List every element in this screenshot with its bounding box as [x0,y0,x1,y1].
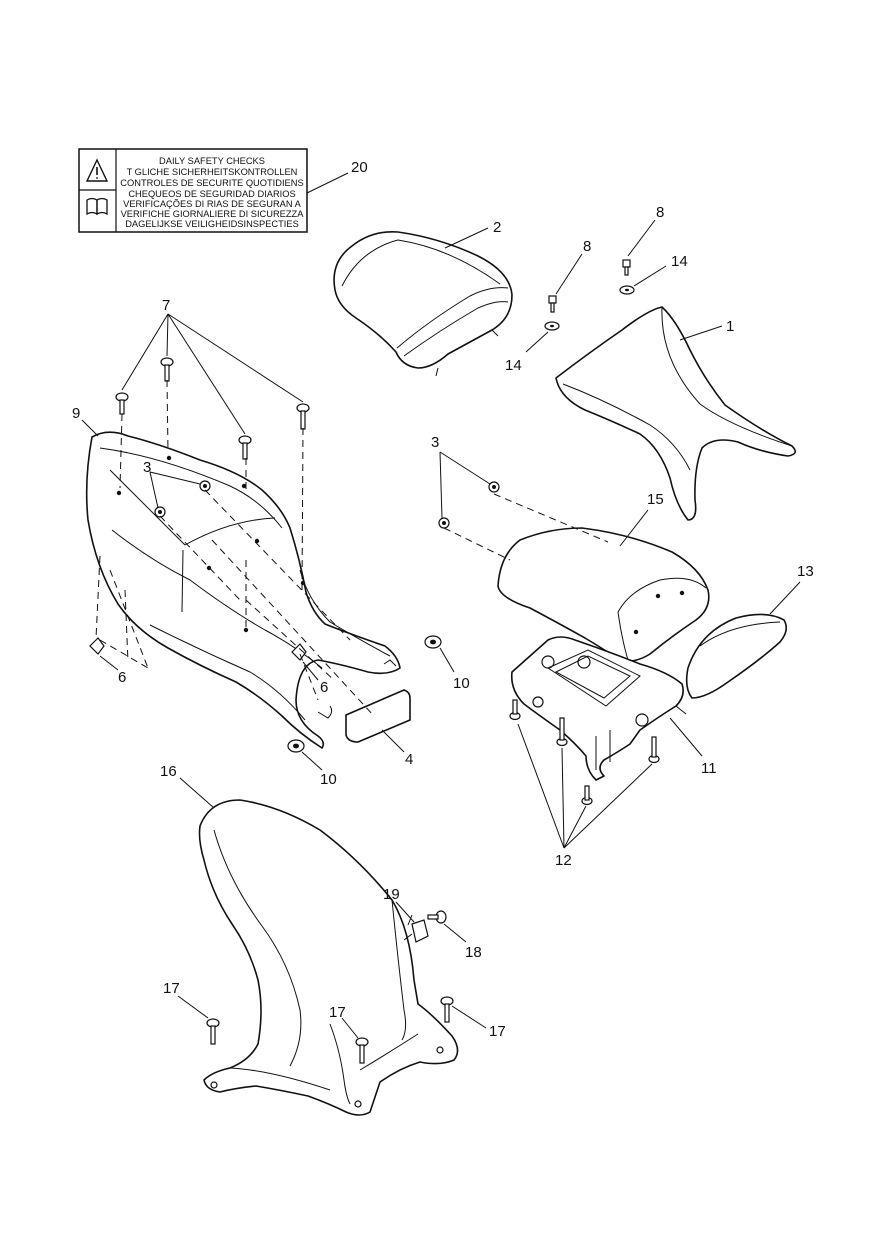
bolt-7b-icon [160,357,174,382]
nut-3a-icon [199,480,211,492]
callout-16: 16 [160,763,177,780]
rear-seat-pad-part [685,613,788,699]
callout-10b: 10 [320,771,337,788]
callout-8b: 8 [656,204,664,221]
callout-17a: 17 [163,980,180,997]
grommet-10a-icon [424,635,442,649]
label-line-6: VERIFICHE GIORNALIERE DI SICUREZZA [121,209,305,219]
bolt-8a-icon [548,295,557,313]
bolt-7a-icon [115,392,129,415]
speed-nut-19-icon [403,919,429,943]
callout-13: 13 [797,563,814,580]
bolt-7c-icon [238,435,252,460]
bolt-8b-icon [622,259,631,276]
bolt-7d-icon [296,403,310,430]
callout-18: 18 [465,944,482,961]
callout-1: 1 [726,318,734,335]
seat-cowl-part [497,527,710,662]
fasteners [89,259,660,1064]
callout-6a: 6 [118,669,126,686]
bolt-12b-icon [556,717,568,747]
safety-checks-label: DAILY SAFETY CHECKS T GLICHE SICHERHEITS… [78,148,308,233]
callout-14b: 14 [671,253,688,270]
leader-lines [81,172,801,1039]
pillion-seat-part [333,230,513,377]
screw-18-icon [427,910,447,924]
rider-seat-part [555,306,796,521]
rear-body-panel-part [85,431,401,749]
washer-14a-icon [544,321,560,331]
nut-3b-icon [154,506,166,518]
label-line-7: DAGELIJKSE VEILIGHEIDSINSPECTIES [125,219,299,229]
bolt-12a-icon [509,699,521,721]
rear-hugger-part [198,799,459,1116]
callout-3b: 3 [431,434,439,451]
label-line-5: VERIFICAÇÕES DI RIAS DE SEGURAN A [123,199,302,209]
bolt-12c-icon [581,785,593,806]
callout-11: 11 [701,760,717,777]
callout-4: 4 [405,751,413,768]
callout-2: 2 [493,219,501,236]
seat-mounting-frame-part [510,636,687,781]
reflector-plate-part [345,689,411,743]
callout-15: 15 [647,491,664,508]
bolt-17c-icon [440,996,454,1023]
label-line-4: CHEQUEOS DE SEGURIDAD DIARIOS [128,189,295,199]
assembly-dashed-lines [95,379,609,717]
label-line-1: DAILY SAFETY CHECKS [159,156,265,166]
callout-19: 19 [383,886,400,903]
washer-14b-icon [619,285,635,295]
callout-6b: 6 [320,679,328,696]
nut-3c-icon [488,481,500,493]
clip-6b-icon [291,643,307,661]
label-line-2: T GLICHE SICHERHEITSKONTROLLEN [127,167,298,177]
clip-6a-icon [89,637,105,655]
callout-8a: 8 [583,238,591,255]
bolt-12d-icon [648,736,660,764]
callout-17b: 17 [329,1004,346,1021]
callout-7: 7 [162,297,170,314]
callout-20: 20 [351,159,368,176]
callout-17c: 17 [489,1023,506,1040]
callout-12: 12 [555,852,572,869]
callout-14a: 14 [505,357,522,374]
callout-3a: 3 [143,459,151,476]
warning-triangle-icon [85,158,109,182]
bolt-17a-icon [206,1018,220,1045]
nut-3d-icon [438,517,450,529]
label-line-3: CONTROLES DE SECURITE QUOTIDIENS [120,178,303,188]
callout-9: 9 [72,405,80,422]
callout-10a: 10 [453,675,470,692]
callout-numbers: 20 2 1 8 8 14 14 7 9 3 3 15 13 6 6 10 10… [72,159,814,1040]
bolt-17b-icon [355,1037,369,1064]
manual-book-icon [86,197,108,216]
grommet-10b-icon [287,739,305,753]
